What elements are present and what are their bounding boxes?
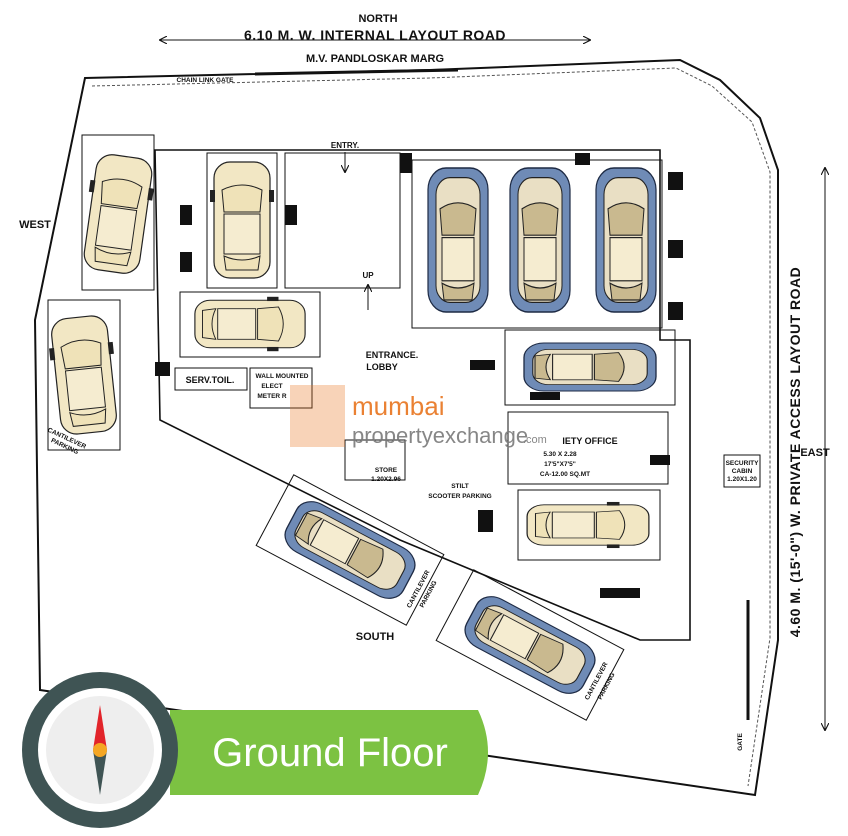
west-parking-bay-1 [81,134,155,291]
west-label: WEST [19,219,51,231]
car-icon [526,501,650,549]
society-area: CA-12.00 SQ.MT [540,471,590,478]
society-office [507,411,669,485]
column [180,205,192,225]
column [668,172,683,190]
column [478,510,493,532]
store-room [344,439,406,481]
watermark-brand-b: propertyexchange [352,423,528,448]
column [155,362,170,376]
meter-room [249,367,313,409]
watermark: mumbai propertyexchange .com [290,385,547,448]
column [650,455,670,465]
up-label: UP [362,271,374,280]
gate-label: GATE [737,733,744,751]
compass-icon [22,672,178,828]
east-road-label: 4.60 M. (15'-0") W. PRIVATE ACCESS LAYOU… [787,267,803,638]
column [470,360,495,370]
serv-toilet-room [174,367,248,391]
car-icon [77,151,159,277]
entry-drive [284,152,401,289]
car-icon [209,161,275,279]
south-parking-bay-1 [255,474,445,626]
chain-link-gate [254,68,459,76]
south-label: SOUTH [356,631,395,643]
north-marg-label: M.V. PANDLOSKAR MARG [306,53,444,65]
building-outline [154,149,691,641]
store-label-1: STORE [375,467,398,474]
car-icon [278,494,422,606]
chain-link-gate-label: CHAIN LINK GATE [177,77,235,84]
wall-mounted-label-2: ELECT [261,383,282,390]
column [285,205,297,225]
society-office-label: IETY OFFICE [562,436,617,446]
north-label: NORTH [358,13,397,25]
security-label-1: SECURITY [726,460,760,467]
security-label-2: CABIN [732,468,753,475]
west-parking-bay-2 [47,299,121,451]
wall-mounted-label-1: WALL MOUNTED [256,373,309,380]
watermark-logo-icon [290,385,345,447]
east-label: EAST [800,447,830,459]
column [400,153,412,173]
column [668,240,683,258]
car-icon [45,313,123,437]
watermark-brand-a: mumbai [352,391,444,421]
society-dim-2: 17'5"X7'5" [544,461,576,468]
car-icon [427,167,489,313]
scooter-parking-label: SCOOTER PARKING [428,493,491,500]
parking-row-right-top [411,159,663,329]
south-parking-bay-2 [435,569,625,721]
column [668,302,683,320]
column [180,252,192,272]
column [530,392,560,400]
society-dim-1: 5.30 X 2.28 [543,451,577,458]
column [600,588,640,598]
column [575,153,590,165]
parking-bay-left-mid [179,291,321,358]
ground-floor-badge [170,710,488,795]
plot-boundary [33,58,779,797]
security-label-3: 1.20X1.20 [727,476,757,483]
car-icon [595,167,657,313]
watermark-brand-c: .com [523,434,547,446]
north-road-label: 6.10 M. W. INTERNAL LAYOUT ROAD [244,27,506,43]
parking-bay-right-low [517,489,661,561]
car-icon [523,342,657,392]
parking-bay-left-top [206,152,278,289]
wall-mounted-label-3: METER R [257,393,287,400]
car-icon [458,589,602,701]
security-cabin [723,454,761,488]
parking-bay-right-mid [504,329,676,406]
entrance-label-2: LOBBY [366,362,398,372]
chain-link-fence [91,67,771,787]
serv-toilet-label: SERV.TOIL. [186,375,235,385]
ground-floor-title: Ground Floor [212,731,448,775]
entrance-label-1: ENTRANCE. [366,350,419,360]
car-icon [194,296,306,352]
entry-label: ENTRY. [331,141,359,150]
car-icon [509,167,571,313]
store-label-2: 1.20X2.96 [371,476,401,483]
stilt-label: STILT [451,483,469,490]
